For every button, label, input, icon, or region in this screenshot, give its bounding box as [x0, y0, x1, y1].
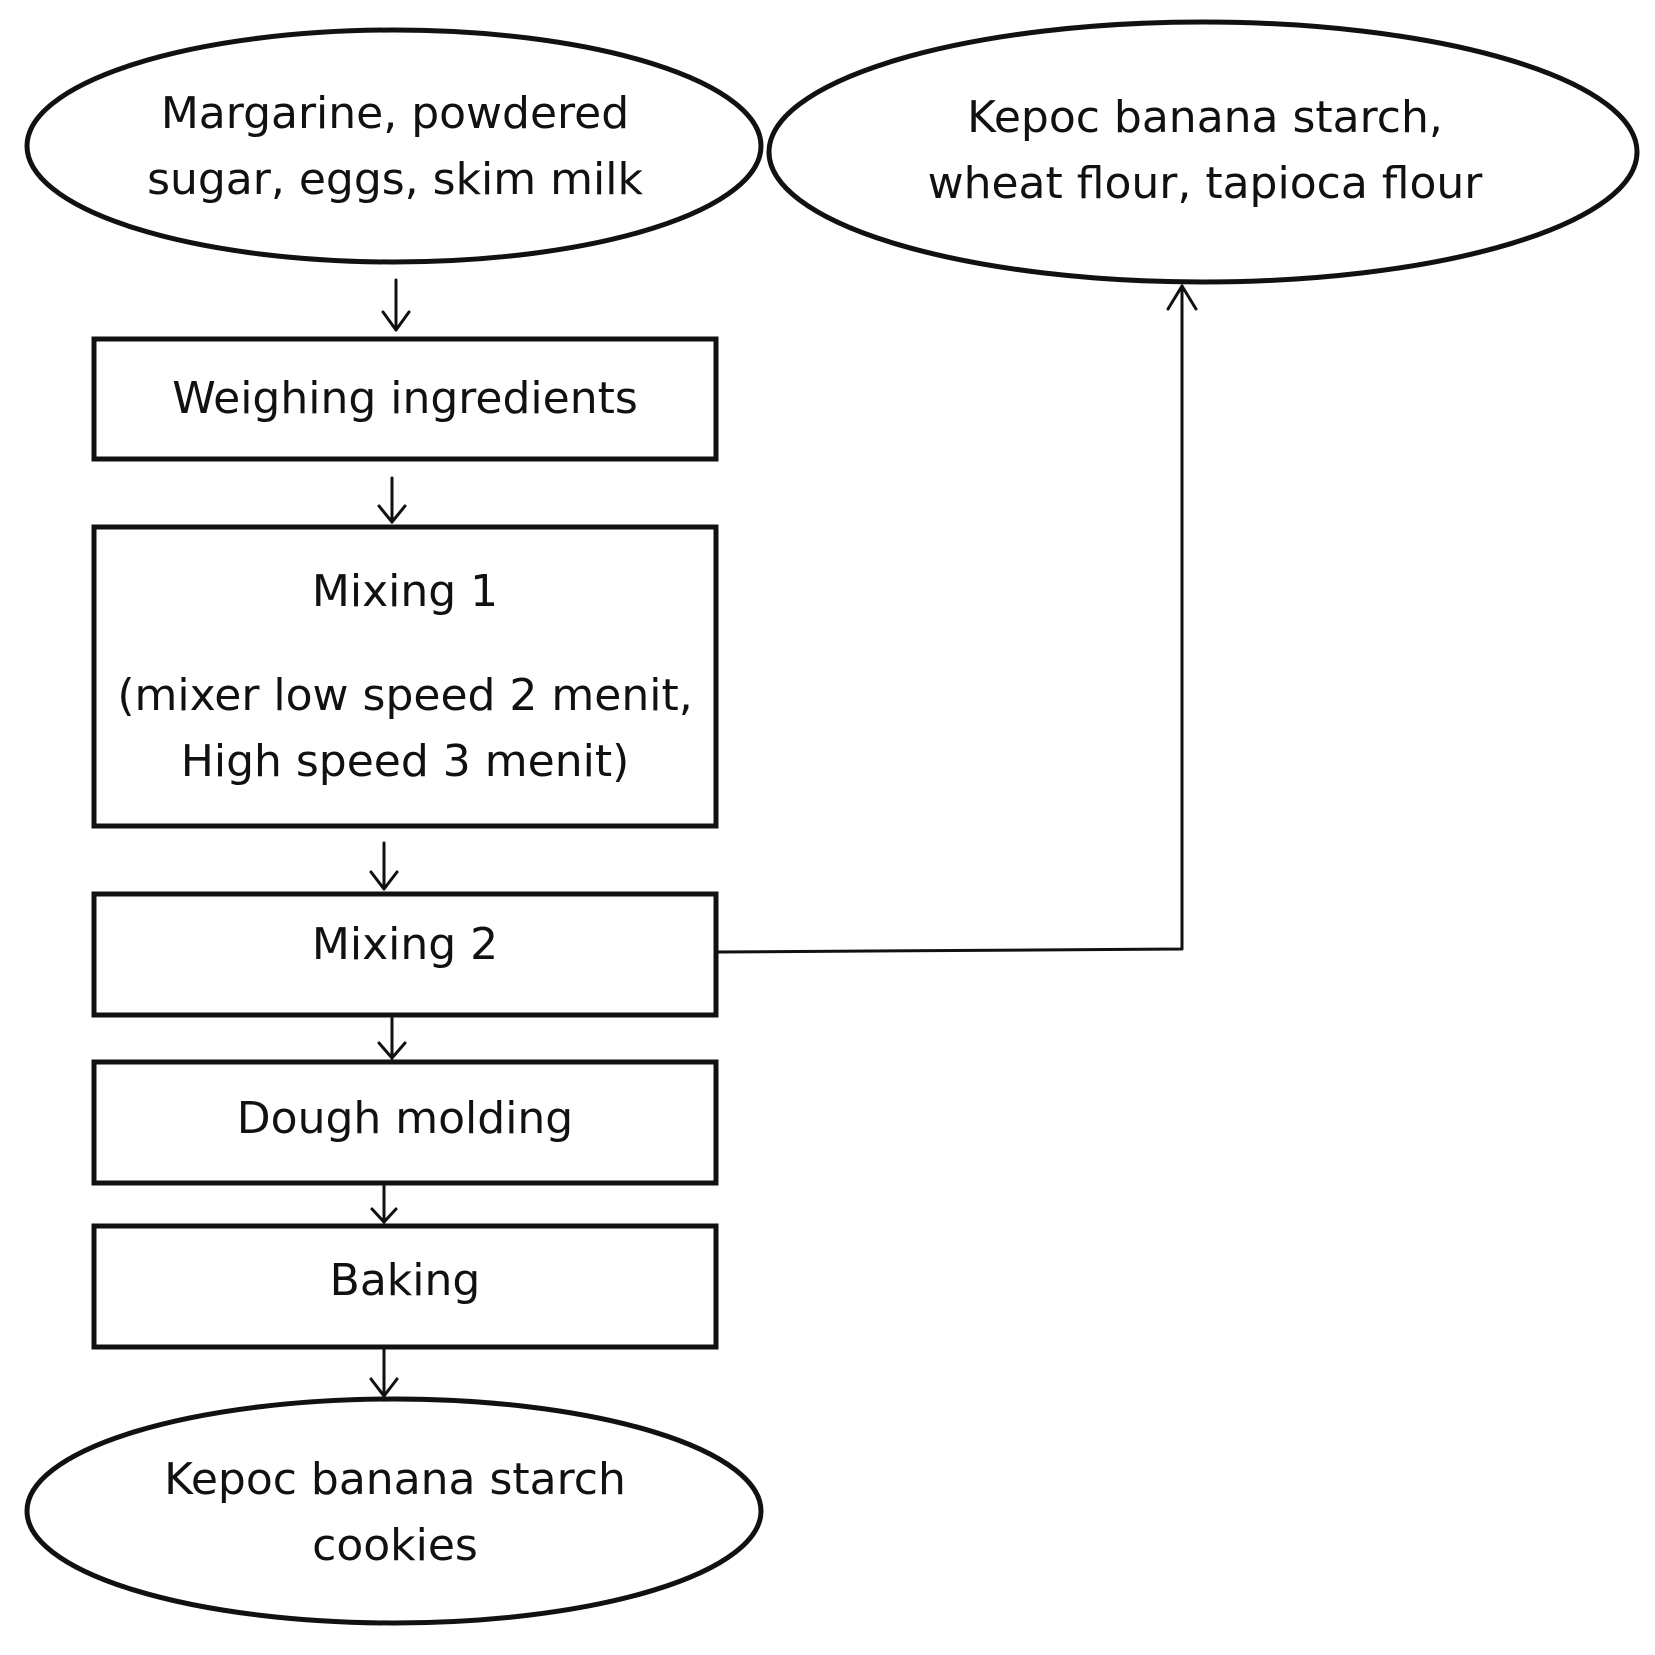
- mixing2-label: Mixing 2: [94, 884, 716, 1005]
- mixing2-text: Mixing 2: [311, 918, 499, 970]
- ellipse-input-left: [24, 27, 764, 265]
- arrow-mixing1-to-mixing2: [369, 841, 399, 891]
- arrow-input-to-weighing: [381, 278, 411, 332]
- input-left-line-2: sugar, eggs, skim milk: [147, 154, 643, 205]
- mixing1-detail-line-1: (mixer low speed 2 menit,: [117, 669, 693, 721]
- input-right-line-2: wheat flour, tapioca flour: [927, 158, 1483, 209]
- ellipse-input-right: [766, 19, 1640, 285]
- baking-label: Baking: [94, 1220, 716, 1341]
- baking-text: Baking: [329, 1254, 481, 1306]
- mixing1-label: Mixing 1 (mixer low speed 2 menit, High …: [94, 527, 716, 826]
- mixing1-title: Mixing 1: [311, 565, 499, 617]
- arrow-weighing-to-mixing1: [377, 476, 407, 524]
- output-label: Kepoc banana starch cookies: [40, 1440, 750, 1586]
- box-mixing2: [91, 891, 719, 1018]
- box-baking: [91, 1223, 719, 1350]
- box-mixing1: [91, 524, 719, 829]
- dough-molding-text: Dough molding: [236, 1092, 574, 1144]
- ellipse-output: [24, 1396, 764, 1626]
- input-left-label: Margarine, powdered sugar, eggs, skim mi…: [40, 74, 750, 220]
- box-dough-molding: [91, 1059, 719, 1186]
- arrow-molding-to-baking: [370, 1184, 398, 1224]
- output-line-2: cookies: [312, 1520, 478, 1571]
- arrow-mixing2-to-input-right: [716, 284, 1198, 954]
- input-left-line-1: Margarine, powdered: [160, 88, 630, 139]
- weighing-text: Weighing ingredients: [172, 373, 638, 424]
- dough-molding-label: Dough molding: [94, 1058, 716, 1179]
- input-right-label: Kepoc banana starch, wheat flour, tapioc…: [790, 78, 1620, 224]
- box-weighing: [91, 336, 719, 462]
- input-right-line-1: Kepoc banana starch,: [967, 92, 1443, 143]
- weighing-label: Weighing ingredients: [94, 339, 716, 459]
- output-line-1: Kepoc banana starch: [164, 1454, 626, 1505]
- arrow-mixing2-to-molding: [377, 1016, 407, 1060]
- arrow-baking-to-output: [369, 1348, 399, 1398]
- mixing1-detail-line-2: High speed 3 menit): [180, 735, 630, 787]
